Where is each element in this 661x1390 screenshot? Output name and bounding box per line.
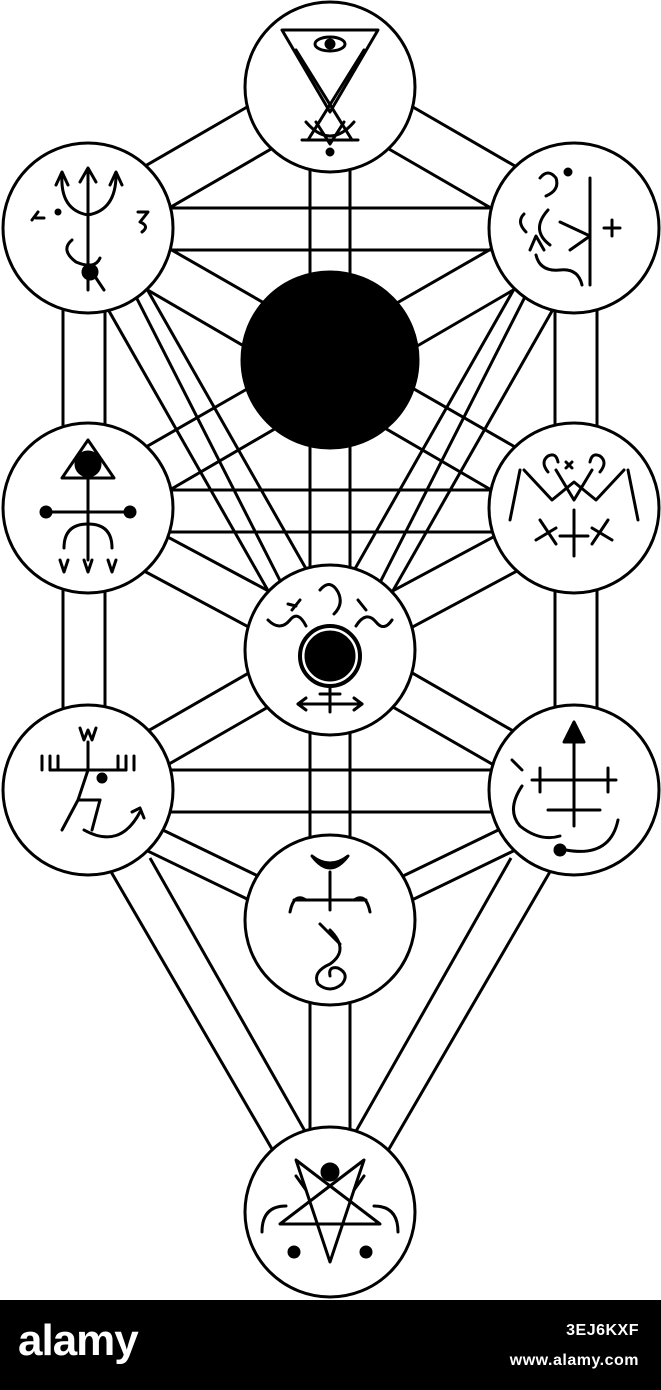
- sphere-1: [243, 0, 417, 174]
- watermark-url: www.alamy.com: [509, 1352, 639, 1369]
- trident-sigil: [30, 166, 150, 292]
- watermark-image-id: 3EJ6KXF: [566, 1322, 639, 1339]
- crescent-sigil: [519, 167, 622, 287]
- demon-figure-sigil: [40, 726, 146, 839]
- triangle-cross-sigil: [39, 438, 137, 574]
- eye-triangle-sigil: [280, 28, 380, 157]
- watermark-bar: alamy 3EJ6KXF www.alamy.com: [0, 1300, 661, 1390]
- crescent-spiral-sigil: [288, 854, 372, 991]
- sphere-10: [243, 1125, 417, 1299]
- sphere-9: [243, 833, 417, 1007]
- watermark-logo: alamy: [18, 1316, 139, 1365]
- tree-of-life-diagram: [1, 0, 661, 1299]
- winged-sigil: [508, 453, 640, 558]
- serpent-orb-sigil: [266, 583, 394, 714]
- hidden-sphere-disc: [240, 270, 420, 450]
- sphere-7: [1, 703, 175, 877]
- inverted-pentagram-sigil: [260, 1158, 400, 1264]
- arrow-cross-sigil: [510, 720, 620, 857]
- sphere-5: [487, 421, 661, 595]
